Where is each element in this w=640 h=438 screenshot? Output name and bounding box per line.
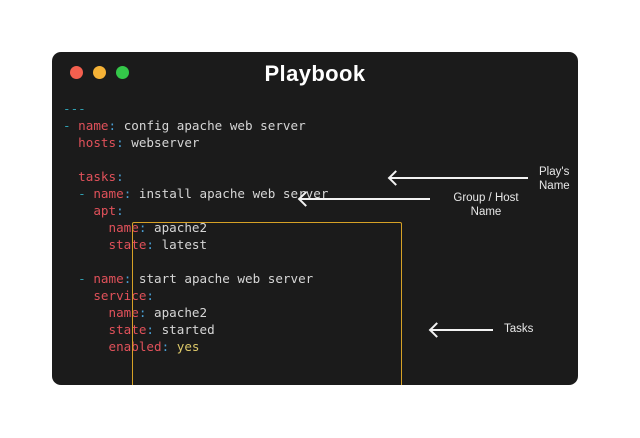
left-arrow-icon-group-host-name [300,198,430,200]
code-line: service: [63,287,328,304]
code-token-colon: : [116,135,124,150]
code-line [63,253,328,270]
code-token-colon: : [161,339,170,354]
window-titlebar: Playbook [52,52,578,96]
code-token-key: tasks [78,169,117,184]
annotation-label-plays-name: Play's Name [539,166,570,192]
yaml-code-block[interactable]: ---- name: config apache web server host… [63,100,328,355]
code-token-colon: : [138,220,147,235]
playbook-window: Playbook ---- name: config apache web se… [52,52,578,385]
code-line: name: apache2 [63,304,328,321]
code-token-value: config apache web server [116,118,306,133]
code-token-dash: - [78,186,94,201]
code-token-colon: : [116,169,124,184]
code-indent [63,203,93,218]
close-button[interactable] [70,66,83,79]
code-token-key: enabled [108,339,162,354]
code-token-colon: : [146,237,155,252]
code-token-key: name [93,186,124,201]
code-line: apt: [63,202,328,219]
minimize-button[interactable] [93,66,106,79]
code-token-key: name [93,271,124,286]
code-token-dash: - [78,271,94,286]
code-indent [63,169,78,184]
annotation-label-tasks: Tasks [504,323,534,335]
code-indent [63,220,109,235]
code-indent [63,186,78,201]
code-token-colon: : [123,186,132,201]
annotation-label-line: Group / Host [453,192,519,204]
code-token-value: webserver [123,135,200,150]
annotation-label-line: Name [470,206,502,218]
code-indent [63,237,109,252]
code-indent [63,339,109,354]
code-line: - name: start apache web server [63,270,328,287]
code-line: state: started [63,321,328,338]
code-token-key: name [108,220,139,235]
window-title: Playbook [264,61,366,86]
code-token-value: apache2 [146,220,208,235]
code-line: tasks: [63,168,328,185]
code-line: enabled: yes [63,338,328,355]
code-token-value: started [154,322,215,337]
code-token-key: name [78,118,109,133]
code-token-colon: : [146,288,155,303]
window-controls [70,66,129,79]
code-line: state: latest [63,236,328,253]
code-line: - name: config apache web server [63,117,328,134]
maximize-button[interactable] [116,66,129,79]
code-token-colon: : [138,305,147,320]
code-line: - name: install apache web server [63,185,328,202]
code-token-dash: --- [63,101,86,116]
code-token-key: state [108,237,147,252]
code-token-colon: : [108,118,117,133]
code-indent [63,271,78,286]
code-line [63,151,328,168]
code-line: hosts: webserver [63,134,328,151]
left-arrow-icon-tasks [431,329,493,331]
code-token-value: apache2 [146,305,208,320]
code-token-key: name [108,305,139,320]
code-indent [63,288,93,303]
code-token-key: state [108,322,147,337]
code-token-colon: : [123,271,132,286]
code-token-key: apt [93,203,117,218]
code-token-colon: : [116,203,124,218]
code-token-colon: : [146,322,155,337]
left-arrow-icon-plays-name [390,177,528,179]
code-indent [63,135,78,150]
code-token-value: start apache web server [131,271,314,286]
code-indent [63,322,109,337]
code-token-key: hosts [78,135,117,150]
code-token-value: yes [169,339,200,354]
code-token-value: latest [154,237,208,252]
code-line: --- [63,100,328,117]
code-token-key: service [93,288,147,303]
code-line: name: apache2 [63,219,328,236]
code-indent [63,305,109,320]
code-token-dash: - [63,118,79,133]
